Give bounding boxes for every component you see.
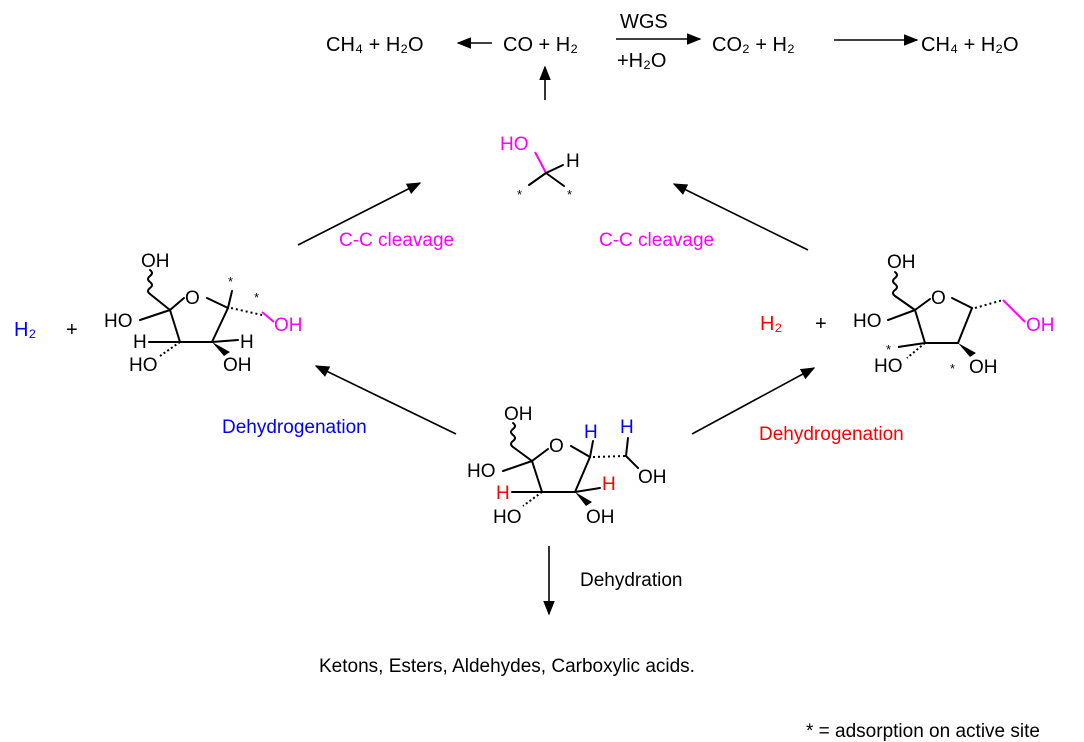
dehydrogenation-left-label: Dehydrogenation xyxy=(222,417,367,438)
right-plus-sign: + xyxy=(815,313,827,335)
left-product-molecule: OH O * * OH HO H H HO OH xyxy=(104,251,303,376)
right-ho-left: HO xyxy=(853,311,882,332)
left-ho-bottom: HO xyxy=(129,355,158,376)
dehydrogenation-right-label: Dehydrogenation xyxy=(759,424,904,445)
ch4-h2o-left-text: CH₄ + H₂O xyxy=(326,34,424,56)
left-h-left: H xyxy=(133,332,147,353)
left-oh-bottom: OH xyxy=(223,355,252,376)
cleavage-left-label: C-C cleavage xyxy=(339,230,454,251)
center-oh-top: OH xyxy=(504,404,533,425)
arrow-dehydrogenation-left xyxy=(314,365,457,435)
left-star-right: * xyxy=(254,290,259,305)
plus-h2o-label: +H₂O xyxy=(617,50,666,72)
fragment-c-o-bond xyxy=(534,151,547,174)
ch4-h2o-right-text: CH₄ + H₂O xyxy=(921,34,1019,56)
left-oh-top: OH xyxy=(141,251,170,272)
fragment-c-star-bond-right xyxy=(545,172,565,187)
fragment-h-label: H xyxy=(566,151,580,172)
arrow-cleavage-left xyxy=(297,182,422,246)
co2-h2-text: CO₂ + H₂ xyxy=(712,34,795,56)
left-star-top: * xyxy=(228,274,233,289)
right-oh-top: OH xyxy=(887,252,916,273)
left-h-right: H xyxy=(240,332,254,353)
right-ho-bottom: HO xyxy=(874,356,903,377)
arrow-dehydrogenation-right xyxy=(691,367,816,435)
fragment-ho-label: HO xyxy=(500,134,529,155)
right-star-bottom: * xyxy=(950,361,955,376)
fragment-star-right: * xyxy=(567,187,572,202)
cleavage-right-label: C-C cleavage xyxy=(599,230,714,251)
right-oh-magenta: OH xyxy=(1026,315,1055,336)
center-h-red-right: H xyxy=(602,474,616,495)
right-star-left: * xyxy=(886,342,891,357)
left-plus-sign: + xyxy=(66,319,78,341)
right-oh-bottom: OH xyxy=(969,357,998,378)
left-oh-magenta: OH xyxy=(274,315,303,336)
center-molecule: OH O H H OH HO H H HO OH xyxy=(467,404,667,528)
wgs-label: WGS xyxy=(620,11,668,33)
center-h-blue-left: H xyxy=(584,422,598,443)
center-oh-right: OH xyxy=(638,467,667,488)
center-ho-left: HO xyxy=(467,461,496,482)
right-h2-label: H₂ xyxy=(760,313,782,335)
bottom-products-text: Ketons, Esters, Aldehydes, Carboxylic ac… xyxy=(319,656,695,677)
fragment-c-star-bond-left xyxy=(528,172,547,186)
right-product-molecule: OH O OH HO * HO * OH xyxy=(853,252,1055,378)
right-ring-o: O xyxy=(931,288,946,309)
co-h2-text: CO + H₂ xyxy=(503,34,578,56)
center-h-blue-right: H xyxy=(620,417,634,438)
center-h-red-left: H xyxy=(496,483,510,504)
center-oh-bottom: OH xyxy=(586,507,615,528)
left-ho-left: HO xyxy=(104,311,133,332)
dehydration-label: Dehydration xyxy=(580,570,682,591)
center-ring-o: O xyxy=(549,436,564,457)
footnote-text: * = adsorption on active site xyxy=(806,721,1040,742)
fragment-c-h-bond xyxy=(545,164,564,174)
arrow-cleavage-right xyxy=(672,183,809,251)
left-h2-label: H₂ xyxy=(14,319,36,341)
fragment-star-left: * xyxy=(517,187,522,202)
left-ring-o: O xyxy=(185,288,200,309)
center-ho-bottom: HO xyxy=(493,507,522,528)
